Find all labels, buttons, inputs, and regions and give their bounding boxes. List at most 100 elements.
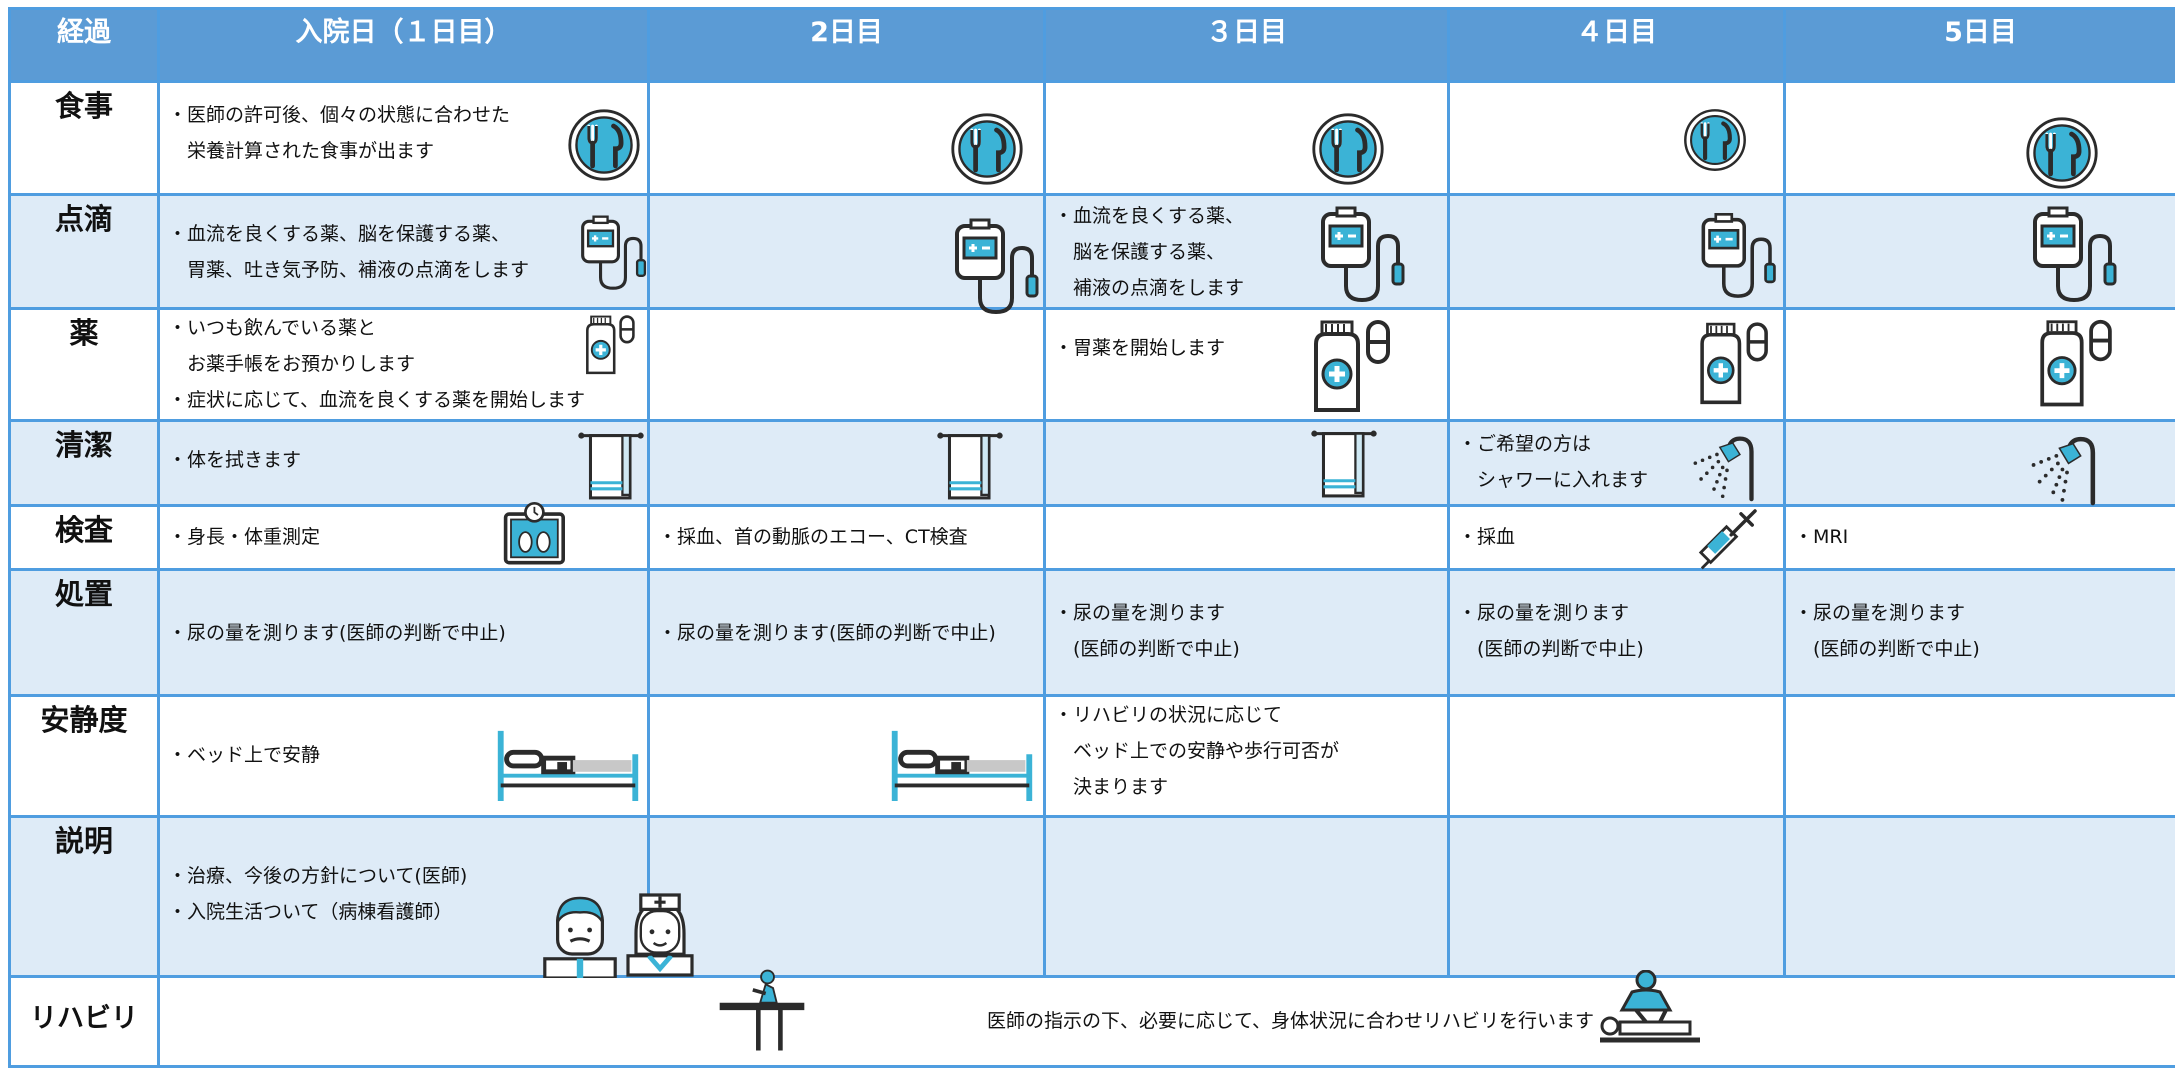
- cell-line: ・尿の量を測ります(医師の判断で中止): [658, 615, 996, 651]
- cell-text: ・尿の量を測ります(医師の判断で中止): [658, 615, 996, 651]
- cell-hygiene-day-3: [1045, 421, 1449, 506]
- cell-text: ・尿の量を測ります (医師の判断で中止): [1794, 595, 1980, 667]
- cell-text: ・体を拭きます: [168, 442, 301, 478]
- cell-medicine-day-4: [1449, 309, 1785, 421]
- cell-explanation-day-5: [1785, 817, 2175, 977]
- cell-line: 脳を保護する薬、: [1054, 234, 1244, 270]
- cell-drip-day-5: [1785, 195, 2175, 309]
- row-explanation: 説明 ・治療、今後の方針について(医師) ・入院生活ついて（病棟看護師）: [10, 817, 2175, 977]
- cell-line: ・体を拭きます: [168, 442, 301, 478]
- clinical-pathway-table: 経過 入院日（１日目） 2日目 ３日目 ４日目 5日目 食事 ・医師の許可後、個…: [8, 7, 2175, 1068]
- cell-text: ・身長・体重測定: [168, 519, 320, 555]
- cell-treatment-day-5: ・尿の量を測ります (医師の判断で中止): [1785, 570, 2175, 696]
- header-day-4: ４日目: [1449, 9, 1785, 82]
- row-medicine: 薬 ・いつも飲んでいる薬と お薬手帳をお預かりします ・症状に応じて、血流を良く…: [10, 309, 2175, 421]
- cell-line: ・血流を良くする薬、脳を保護する薬、: [168, 216, 529, 252]
- cell-meal-day-1: ・医師の許可後、個々の状態に合わせた 栄養計算された食事が出ます: [159, 82, 649, 195]
- cell-line: ・採血: [1458, 519, 1515, 555]
- shower-icon: [2018, 430, 2116, 506]
- rehab-text: 医師の指示の下、必要に応じて、身体状況に合わせリハビリを行います: [987, 1006, 1594, 1033]
- cell-line: ・治療、今後の方針について(医師): [168, 858, 467, 894]
- iv-drip-icon: [1698, 212, 1778, 302]
- cell-line: シャワーに入れます: [1458, 462, 1648, 498]
- cell-line: お薬手帳をお預かりします: [168, 346, 585, 382]
- massage-therapy-icon: [1596, 970, 1706, 1050]
- meal-icon: [566, 107, 642, 183]
- medicine-bottle-icon: [2034, 318, 2120, 412]
- cell-text: ・ご希望の方は シャワーに入れます: [1458, 426, 1648, 498]
- cell-line: (医師の判断で中止): [1054, 631, 1240, 667]
- cell-explanation-day-2: [649, 817, 1045, 977]
- bed-icon: [888, 725, 1036, 803]
- cell-explanation-day-3: [1045, 817, 1449, 977]
- cell-meal-day-3: [1045, 82, 1449, 195]
- cell-hygiene-day-2: [649, 421, 1045, 506]
- cell-line: 栄養計算された食事が出ます: [168, 133, 510, 169]
- cell-explanation-day-4: [1449, 817, 1785, 977]
- cell-line: (医師の判断で中止): [1458, 631, 1644, 667]
- cell-treatment-day-1: ・尿の量を測ります(医師の判断で中止): [159, 570, 649, 696]
- cell-exam-day-3: [1045, 506, 1449, 570]
- cell-hygiene-day-1: ・体を拭きます: [159, 421, 649, 506]
- cell-drip-day-3: ・血流を良くする薬、 脳を保護する薬、 補液の点滴をします: [1045, 195, 1449, 309]
- row-exam: 検査 ・身長・体重測定 ・採血、首の動脈のエコー、CT検査 ・採血: [10, 506, 2175, 570]
- row-treatment: 処置 ・尿の量を測ります(医師の判断で中止) ・尿の量を測ります(医師の判断で中…: [10, 570, 2175, 696]
- row-hygiene: 清潔 ・体を拭きます ・ご希望の方は シャワーに入れます: [10, 421, 2175, 506]
- scale-icon: [502, 501, 574, 565]
- cell-explanation-day-1: ・治療、今後の方針について(医師) ・入院生活ついて（病棟看護師）: [159, 817, 649, 977]
- row-label-drip: 点滴: [10, 195, 159, 309]
- towel-icon: [928, 428, 1012, 504]
- cell-meal-day-5: [1785, 82, 2175, 195]
- cell-exam-day-1: ・身長・体重測定: [159, 506, 649, 570]
- bed-icon: [494, 725, 642, 803]
- medicine-bottle-icon: [578, 314, 644, 378]
- row-label-medicine: 薬: [10, 309, 159, 421]
- row-label-rest-level: 安静度: [10, 696, 159, 817]
- row-label-meal: 食事: [10, 82, 159, 195]
- cell-rest-day-3: ・リハビリの状況に応じて ベッド上での安静や歩行可否が 決まります: [1045, 696, 1449, 817]
- cell-line: ・尿の量を測ります(医師の判断で中止): [168, 615, 506, 651]
- header-row-label: 経過: [10, 9, 159, 82]
- cell-line: ・血流を良くする薬、: [1054, 198, 1244, 234]
- cell-hygiene-day-5: [1785, 421, 2175, 506]
- cell-line: ・ベッド上で安静: [168, 737, 320, 773]
- cell-treatment-day-2: ・尿の量を測ります(医師の判断で中止): [649, 570, 1045, 696]
- cell-rehab-all-days: 医師の指示の下、必要に応じて、身体状況に合わせリハビリを行います: [159, 977, 2175, 1067]
- cell-line: ・採血、首の動脈のエコー、CT検査: [658, 519, 968, 555]
- cell-medicine-day-2: [649, 309, 1045, 421]
- cell-text: ・尿の量を測ります (医師の判断で中止): [1458, 595, 1644, 667]
- row-label-rehab: リハビリ: [10, 977, 159, 1067]
- row-rest-level: 安静度 ・ベッド上で安静 ・リハビリの状況に応じて ベッド上での安静や歩行可否が…: [10, 696, 2175, 817]
- meal-icon: [1682, 107, 1748, 173]
- cell-line: ・症状に応じて、血流を良くする薬を開始します: [168, 382, 585, 418]
- cell-text: ・血流を良くする薬、脳を保護する薬、 胃薬、吐き気予防、補液の点滴をします: [168, 216, 529, 288]
- header-day-5: 5日目: [1785, 9, 2175, 82]
- cell-line: ・いつも飲んでいる薬と: [168, 310, 585, 346]
- cell-meal-day-2: [649, 82, 1045, 195]
- shower-icon: [1680, 430, 1774, 502]
- header-day-2: 2日目: [649, 9, 1045, 82]
- walking-rehab-icon: [716, 966, 808, 1056]
- cell-text: ・いつも飲んでいる薬と お薬手帳をお預かりします ・症状に応じて、血流を良くする…: [168, 310, 585, 418]
- cell-line: 補液の点滴をします: [1054, 270, 1244, 306]
- cell-meal-day-4: [1449, 82, 1785, 195]
- cell-exam-day-4: ・採血: [1449, 506, 1785, 570]
- row-label-hygiene: 清潔: [10, 421, 159, 506]
- cell-medicine-day-5: [1785, 309, 2175, 421]
- cell-exam-day-5: ・MRI: [1785, 506, 2175, 570]
- iv-drip-icon: [1316, 206, 1408, 306]
- header-row: 経過 入院日（１日目） 2日目 ３日目 ４日目 5日目: [10, 9, 2175, 82]
- cell-line: (医師の判断で中止): [1794, 631, 1980, 667]
- row-label-treatment: 処置: [10, 570, 159, 696]
- row-rehab: リハビリ 医師の指示の下、必要に応じて、身体状況に合わせリハビリを行います: [10, 977, 2175, 1067]
- cell-drip-day-2: [649, 195, 1045, 309]
- towel-icon: [574, 428, 648, 504]
- row-label-explanation: 説明: [10, 817, 159, 977]
- cell-line: 胃薬、吐き気予防、補液の点滴をします: [168, 252, 529, 288]
- cell-line: ・リハビリの状況に応じて: [1054, 697, 1339, 733]
- header-day-3: ３日目: [1045, 9, 1449, 82]
- cell-text: ・胃薬を開始します: [1054, 330, 1225, 366]
- meal-icon: [1310, 111, 1386, 187]
- cell-medicine-day-3: ・胃薬を開始します: [1045, 309, 1449, 421]
- cell-drip-day-4: [1449, 195, 1785, 309]
